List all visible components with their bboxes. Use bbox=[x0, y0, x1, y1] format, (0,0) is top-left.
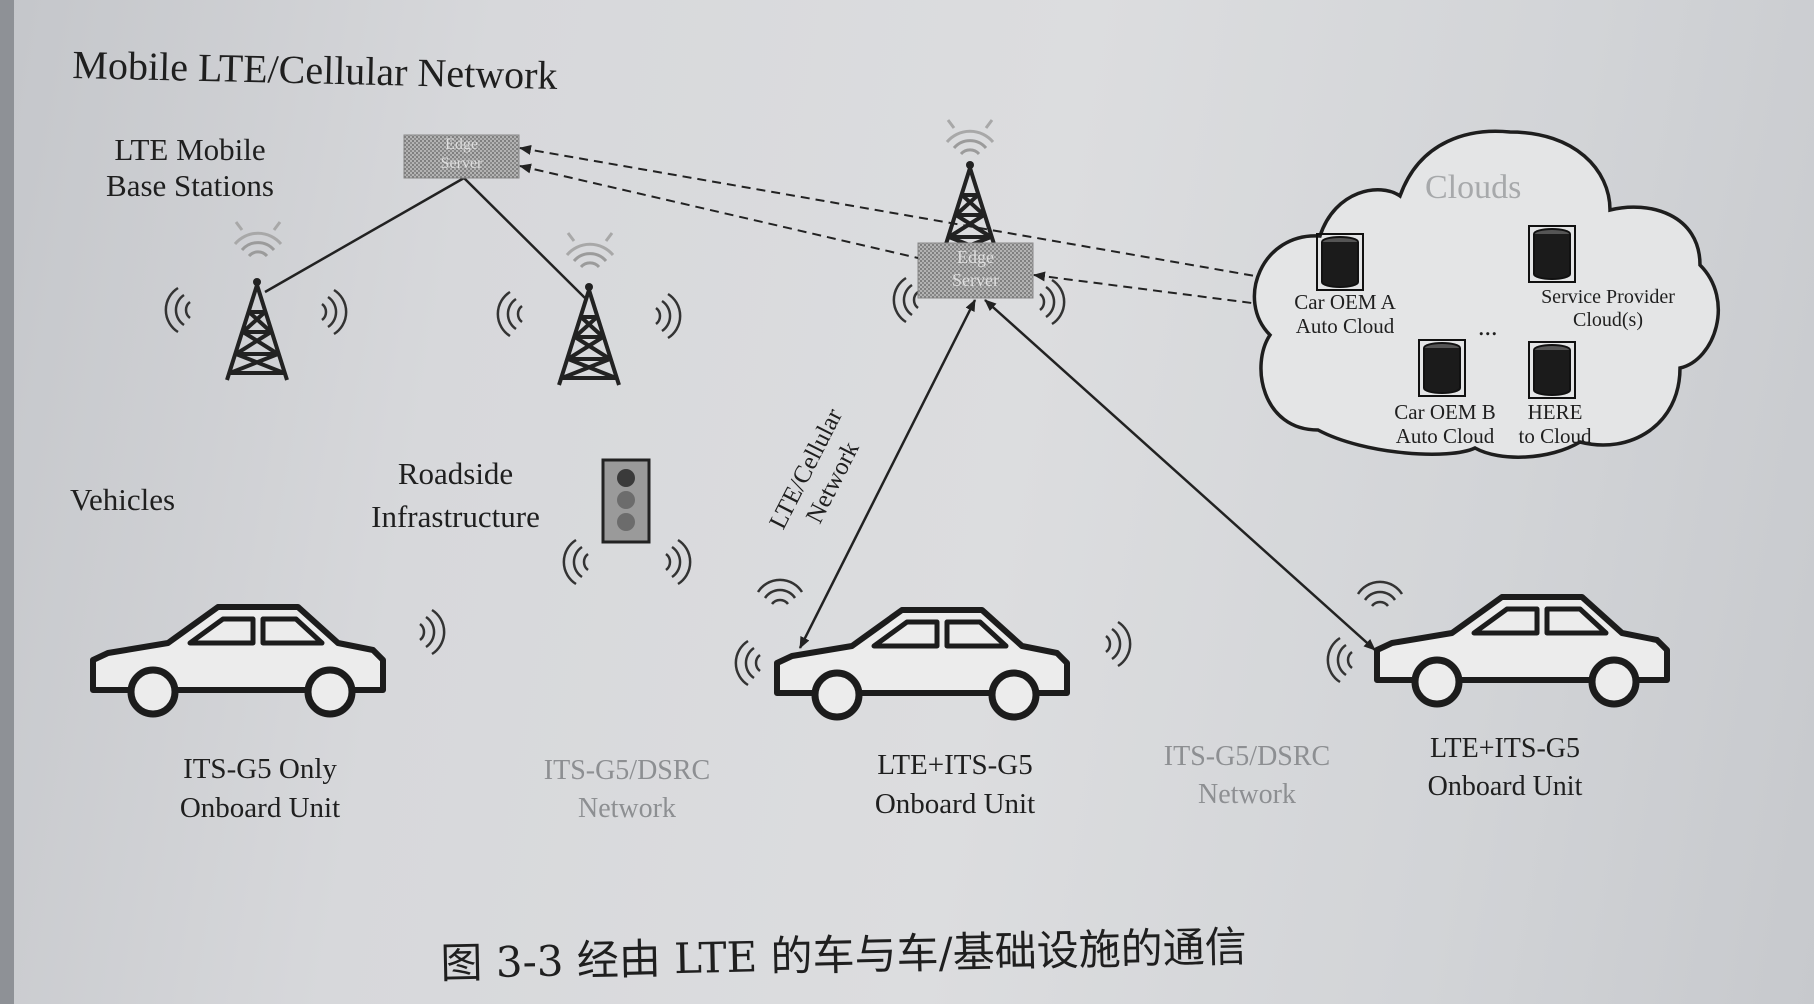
edge-server-label: Edge Server bbox=[952, 247, 999, 290]
radio-waves-icon bbox=[654, 292, 682, 340]
dashed-link-server-to-edge bbox=[519, 163, 919, 259]
car-label: LTE+ITS-G5 Onboard Unit bbox=[1427, 733, 1583, 802]
signal-arcs-icon bbox=[233, 220, 283, 258]
traffic-light-icon bbox=[601, 458, 651, 544]
backhaul-server-label: Edge Server bbox=[440, 136, 483, 173]
radio-waves-icon bbox=[892, 276, 920, 324]
car-label: ITS-G5 Only Onboard Unit bbox=[179, 753, 341, 825]
database-icon bbox=[1528, 225, 1576, 283]
car-label: LTE+ITS-G5 Onboard Unit bbox=[874, 749, 1036, 821]
database-icon bbox=[1528, 341, 1576, 399]
car-oem-a-label: Car OEM A Auto Cloud bbox=[1294, 290, 1396, 339]
base-station-tower-icon bbox=[225, 276, 289, 382]
dashed-link-server-to-cloud bbox=[519, 144, 1279, 284]
cellular-link bbox=[984, 299, 1376, 651]
radio-waves-icon bbox=[1038, 278, 1066, 326]
its-g5-dsrc-network-label: ITS-G5/DSRC Network bbox=[1163, 741, 1331, 810]
radio-waves-icon bbox=[418, 608, 446, 656]
dashed-link-edge-to-cloud bbox=[1033, 271, 1276, 310]
radio-waves-icon bbox=[164, 286, 192, 334]
roadside-infrastructure-label: Roadside Infrastructure bbox=[371, 456, 540, 535]
radio-waves-icon bbox=[496, 290, 524, 338]
cloud-shape bbox=[1252, 129, 1721, 459]
car-lte-its-g5 bbox=[777, 610, 1067, 717]
database-icon bbox=[1418, 339, 1466, 397]
radio-waves-icon bbox=[1356, 580, 1404, 608]
database-icon bbox=[1316, 233, 1364, 291]
service-provider-label: Service Provider Cloud(s) bbox=[1541, 286, 1675, 331]
cellular-link bbox=[798, 299, 977, 649]
car-lte-its-g5 bbox=[1377, 597, 1667, 704]
radio-waves-icon bbox=[320, 288, 348, 336]
base-station-tower-icon bbox=[557, 281, 621, 387]
here-cloud-label: HERE to Cloud bbox=[1518, 400, 1592, 449]
vehicles-label: Vehicles bbox=[70, 482, 176, 517]
signal-arcs-icon bbox=[945, 118, 995, 156]
backhaul-link bbox=[264, 176, 465, 294]
book-spine-shadow bbox=[0, 0, 14, 1004]
clouds-ellipsis: ... bbox=[1478, 312, 1498, 341]
car-oem-b-label: Car OEM B Auto Cloud bbox=[1394, 400, 1496, 449]
radio-waves-icon bbox=[562, 538, 590, 586]
backhaul-link bbox=[463, 177, 586, 299]
car-its-g5-only bbox=[93, 607, 383, 714]
clouds-title: Clouds bbox=[1425, 169, 1522, 206]
signal-arcs-icon bbox=[565, 231, 615, 269]
base-stations-label: LTE Mobile Base Stations bbox=[106, 132, 274, 203]
radio-waves-icon bbox=[664, 538, 692, 586]
radio-waves-icon bbox=[1104, 620, 1132, 668]
radio-waves-icon bbox=[734, 639, 762, 687]
radio-waves-icon bbox=[1326, 636, 1354, 684]
its-g5-dsrc-network-label: ITS-G5/DSRC Network bbox=[543, 755, 711, 824]
backhaul-server-icon bbox=[403, 134, 520, 179]
radio-waves-icon bbox=[756, 578, 804, 606]
